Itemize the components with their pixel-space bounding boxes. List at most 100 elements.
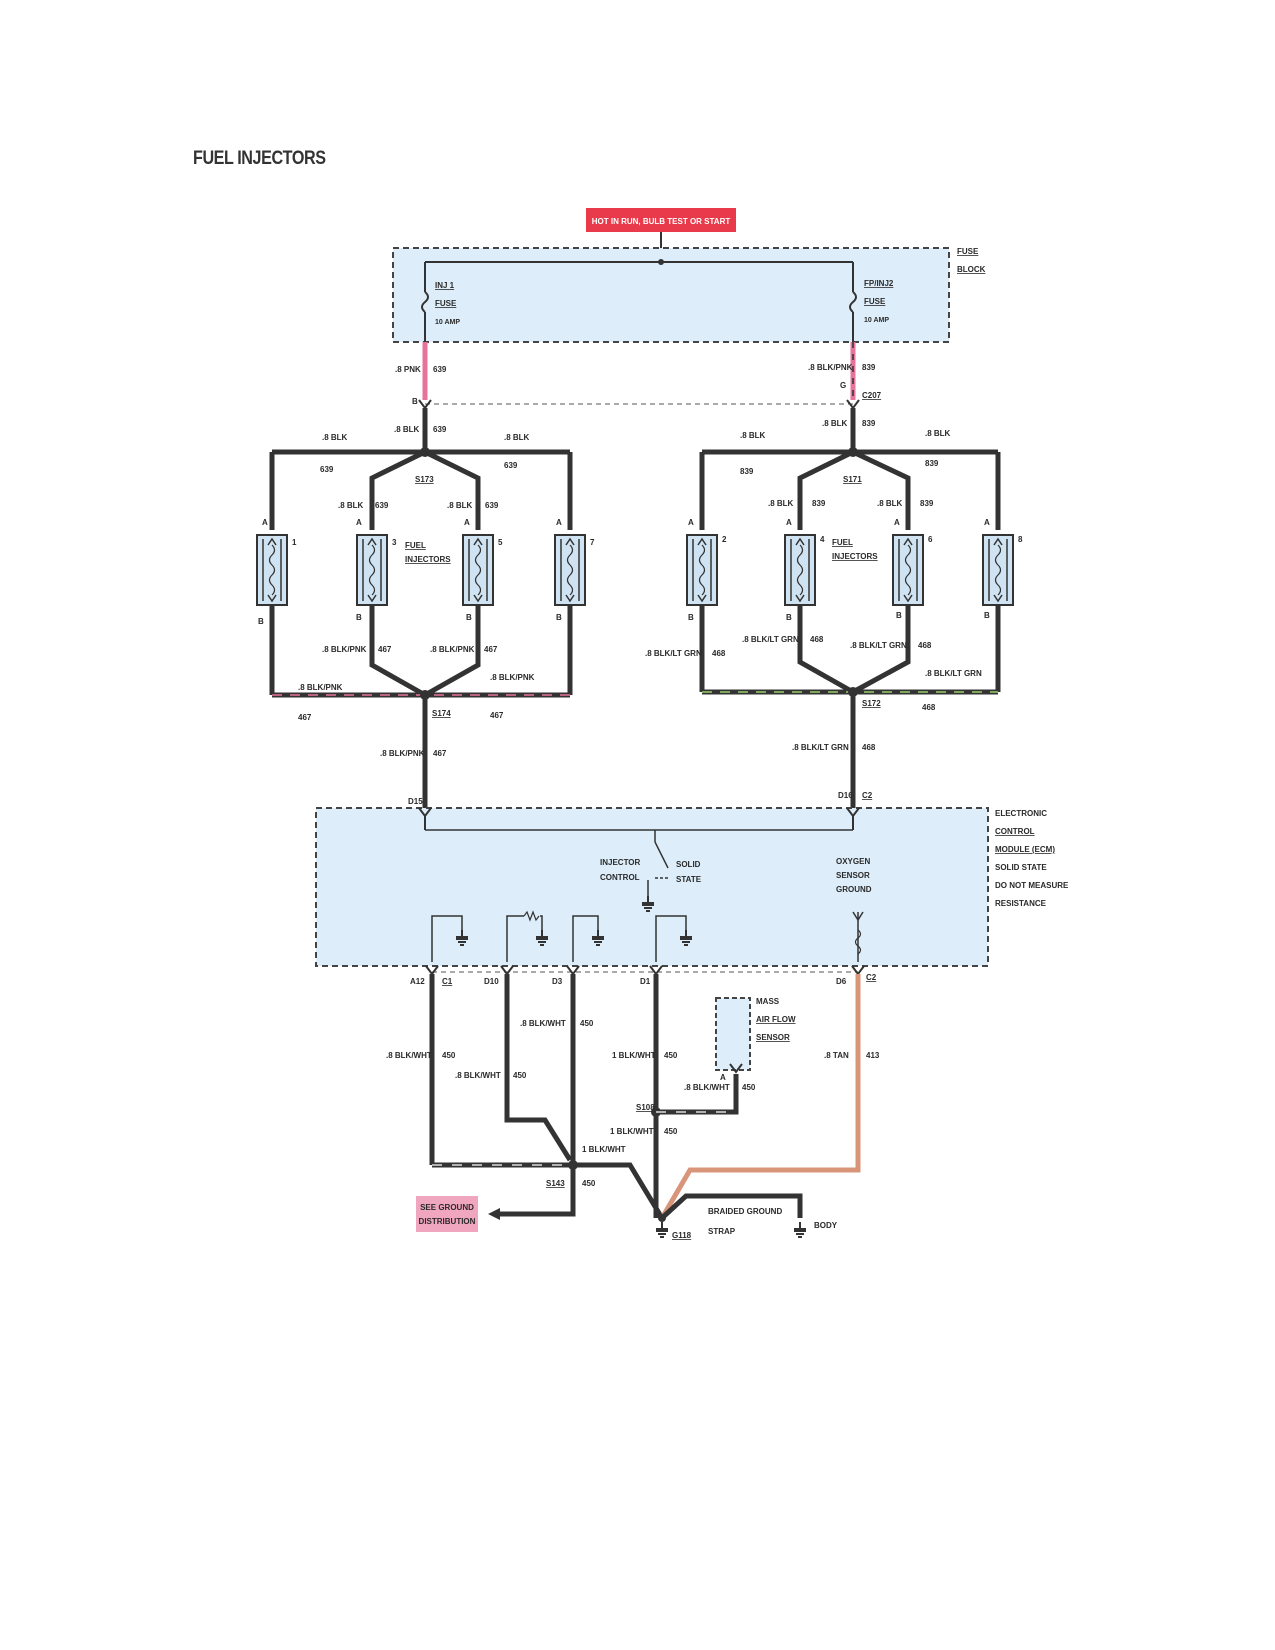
wire-639-label: 639 <box>433 365 447 374</box>
wire-blk-r-label: .8 BLK <box>822 419 848 428</box>
injectors-left-label-1: FUEL <box>405 541 426 550</box>
wire-tan-label: .8 TAN <box>824 1051 849 1060</box>
injector-6-number: 6 <box>928 535 933 544</box>
wire-pnk-label: .8 PNK <box>395 365 421 374</box>
pin-d1-label: D1 <box>640 977 651 986</box>
injector-6 <box>892 534 924 606</box>
wire-839-r2-label: 839 <box>862 419 876 428</box>
fuse-block-label-2: BLOCK <box>957 265 986 274</box>
wire-blkwht1-g6-label: 1 BLK/WHT <box>610 1127 654 1136</box>
wire-blk-l7-label: .8 BLK <box>338 501 364 510</box>
wire-blk-l8-label: .8 BLK <box>447 501 473 510</box>
ecm-label-2: CONTROL <box>995 827 1035 836</box>
wire-450-g5-label: 450 <box>742 1083 756 1092</box>
fuse-fpinj2-sub: FUSE <box>864 297 886 306</box>
arrow-left-icon <box>488 1208 500 1220</box>
see-ground-label-1: SEE GROUND <box>420 1203 474 1212</box>
maf-label-2: AIR FLOW <box>756 1015 796 1024</box>
fuse-inj1-rating: 10 AMP <box>435 319 460 326</box>
ecm-label-3: MODULE (ECM) <box>995 845 1055 854</box>
pin-c2-bottom-label: C2 <box>866 973 877 982</box>
injector-3 <box>356 534 388 606</box>
injector-8-pin-b: B <box>984 611 990 620</box>
wire-blkwht1-g7-label: 1 BLK/WHT <box>582 1145 626 1154</box>
ecm-label-6: RESISTANCE <box>995 899 1047 908</box>
injector-1-pin-b: B <box>258 617 264 626</box>
injector-1-number: 1 <box>292 538 297 547</box>
splice-s143-label: S143 <box>546 1179 565 1188</box>
o2-ground-label-3: GROUND <box>836 885 872 894</box>
wire-468-r3-label: 468 <box>918 641 932 650</box>
o2-ground-label-2: SENSOR <box>836 871 870 880</box>
injector-5-pin-a: A <box>464 518 470 527</box>
fuse-inj1-name: INJ 1 <box>435 281 455 290</box>
fuse-inj1-icon <box>421 291 429 313</box>
wire-450-g8-label: 450 <box>582 1179 596 1188</box>
wire-450-g6-label: 450 <box>664 1127 678 1136</box>
wire-468-r1-label: 468 <box>712 649 726 658</box>
injector-8 <box>982 534 1014 606</box>
fuse-fpinj2-name: FP/INJ2 <box>864 279 894 288</box>
solid-state-label-2: STATE <box>676 875 702 884</box>
braided-ground-strap <box>660 1193 803 1220</box>
wire-467-l4-label: 467 <box>490 711 504 720</box>
o2-ground-coil-icon <box>854 929 862 955</box>
injector-2-pin-b: B <box>688 613 694 622</box>
wire-blkpnk-l3-label: .8 BLK/PNK <box>490 673 535 682</box>
ecm-resistor-icon <box>523 910 540 922</box>
injector-7 <box>554 534 586 606</box>
ground-g118-label: G118 <box>672 1231 692 1240</box>
ecm-label-5: DO NOT MEASURE <box>995 881 1069 890</box>
maf-label-3: SENSOR <box>756 1033 790 1042</box>
ground-g118-icon <box>655 1221 669 1239</box>
injector-3-pin-b: B <box>356 613 362 622</box>
wire-839-r5-label: 839 <box>740 467 754 476</box>
wire-450-g1-label: 450 <box>442 1051 456 1060</box>
wire-blkwht-g1-label: .8 BLK/WHT <box>386 1051 432 1060</box>
wire-413-label: 413 <box>866 1051 880 1060</box>
injector-1 <box>256 534 288 606</box>
injector-7-number: 7 <box>590 538 595 547</box>
connector-c2-top-label: C2 <box>862 791 873 800</box>
wire-467-l2-label: 467 <box>484 645 498 654</box>
wire-468-r2-label: 468 <box>810 635 824 644</box>
wire-639-l8-label: 639 <box>485 501 499 510</box>
wire-450-g2-label: 450 <box>513 1071 527 1080</box>
injector-6-pin-a: A <box>894 518 900 527</box>
wire-blkltgrn-r5-label: .8 BLK/LT GRN <box>792 743 849 752</box>
see-ground-box <box>416 1196 478 1232</box>
injector-control-label-2: CONTROL <box>600 873 640 882</box>
solid-state-label-1: SOLID <box>676 860 701 869</box>
splice-s173-label: S173 <box>415 475 434 484</box>
wire-839-r8-label: 839 <box>920 499 934 508</box>
body-ground-icon <box>793 1221 807 1239</box>
braided-ground-label-1: BRAIDED GROUND <box>708 1207 782 1216</box>
maf-label-1: MASS <box>756 997 780 1006</box>
fuse-fpinj2-icon <box>849 291 857 313</box>
splice-s174-label: S174 <box>432 709 451 718</box>
wire-blkwht-g2-label: .8 BLK/WHT <box>455 1071 501 1080</box>
wire-blk-l3-label: .8 BLK <box>322 433 348 442</box>
ecm-box <box>315 807 989 967</box>
injector-4 <box>784 534 816 606</box>
injector-8-number: 8 <box>1018 535 1023 544</box>
splice-s172-label: S172 <box>862 699 881 708</box>
wire-blkltgrn-r3-label: .8 BLK/LT GRN <box>850 641 907 650</box>
splice-s108-label: S108 <box>636 1103 655 1112</box>
pin-d3-label: D3 <box>552 977 563 986</box>
wire-468-r5-label: 468 <box>862 743 876 752</box>
injectors-right-label-2: INJECTORS <box>832 552 878 561</box>
fuse-inj1-sub: FUSE <box>435 299 457 308</box>
wire-467-l1-label: 467 <box>378 645 392 654</box>
injector-4-pin-b: B <box>786 613 792 622</box>
wire-blk-l4-label: .8 BLK <box>504 433 530 442</box>
ecm-label-4: SOLID STATE <box>995 863 1047 872</box>
injector-control-switch <box>654 841 669 869</box>
wire-blkwht-g5-label: .8 BLK/WHT <box>684 1083 730 1092</box>
injector-7-pin-a: A <box>556 518 562 527</box>
splice-s171 <box>848 447 858 457</box>
injector-5-pin-b: B <box>466 613 472 622</box>
wire-blkltgrn-r2-label: .8 BLK/LT GRN <box>742 635 799 644</box>
connector-d16-label: D16 <box>838 791 853 800</box>
wire-blkpnk-l5-label: .8 BLK/PNK <box>380 749 425 758</box>
